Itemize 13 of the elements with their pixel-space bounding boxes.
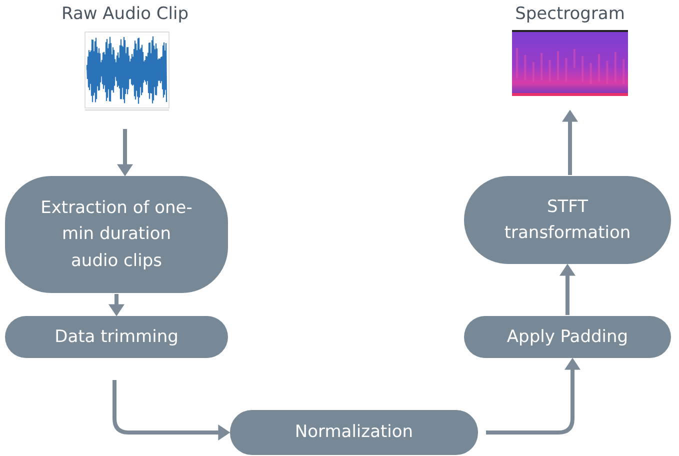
arrow [562, 110, 578, 175]
heading: Raw Audio Clip [62, 4, 188, 24]
arrow [108, 294, 124, 316]
process-pill: Normalization [230, 410, 478, 455]
process-pill: STFT transformation [464, 176, 671, 264]
arrow [486, 358, 580, 434]
process-pill: Extraction of one-min duration audio clips [5, 176, 228, 293]
heading: Spectrogram [515, 4, 625, 24]
arrow [117, 129, 133, 176]
arrow [560, 264, 576, 315]
arrow [112, 380, 230, 440]
process-pill: Data trimming [5, 316, 228, 358]
process-pill: Apply Padding [464, 316, 671, 358]
